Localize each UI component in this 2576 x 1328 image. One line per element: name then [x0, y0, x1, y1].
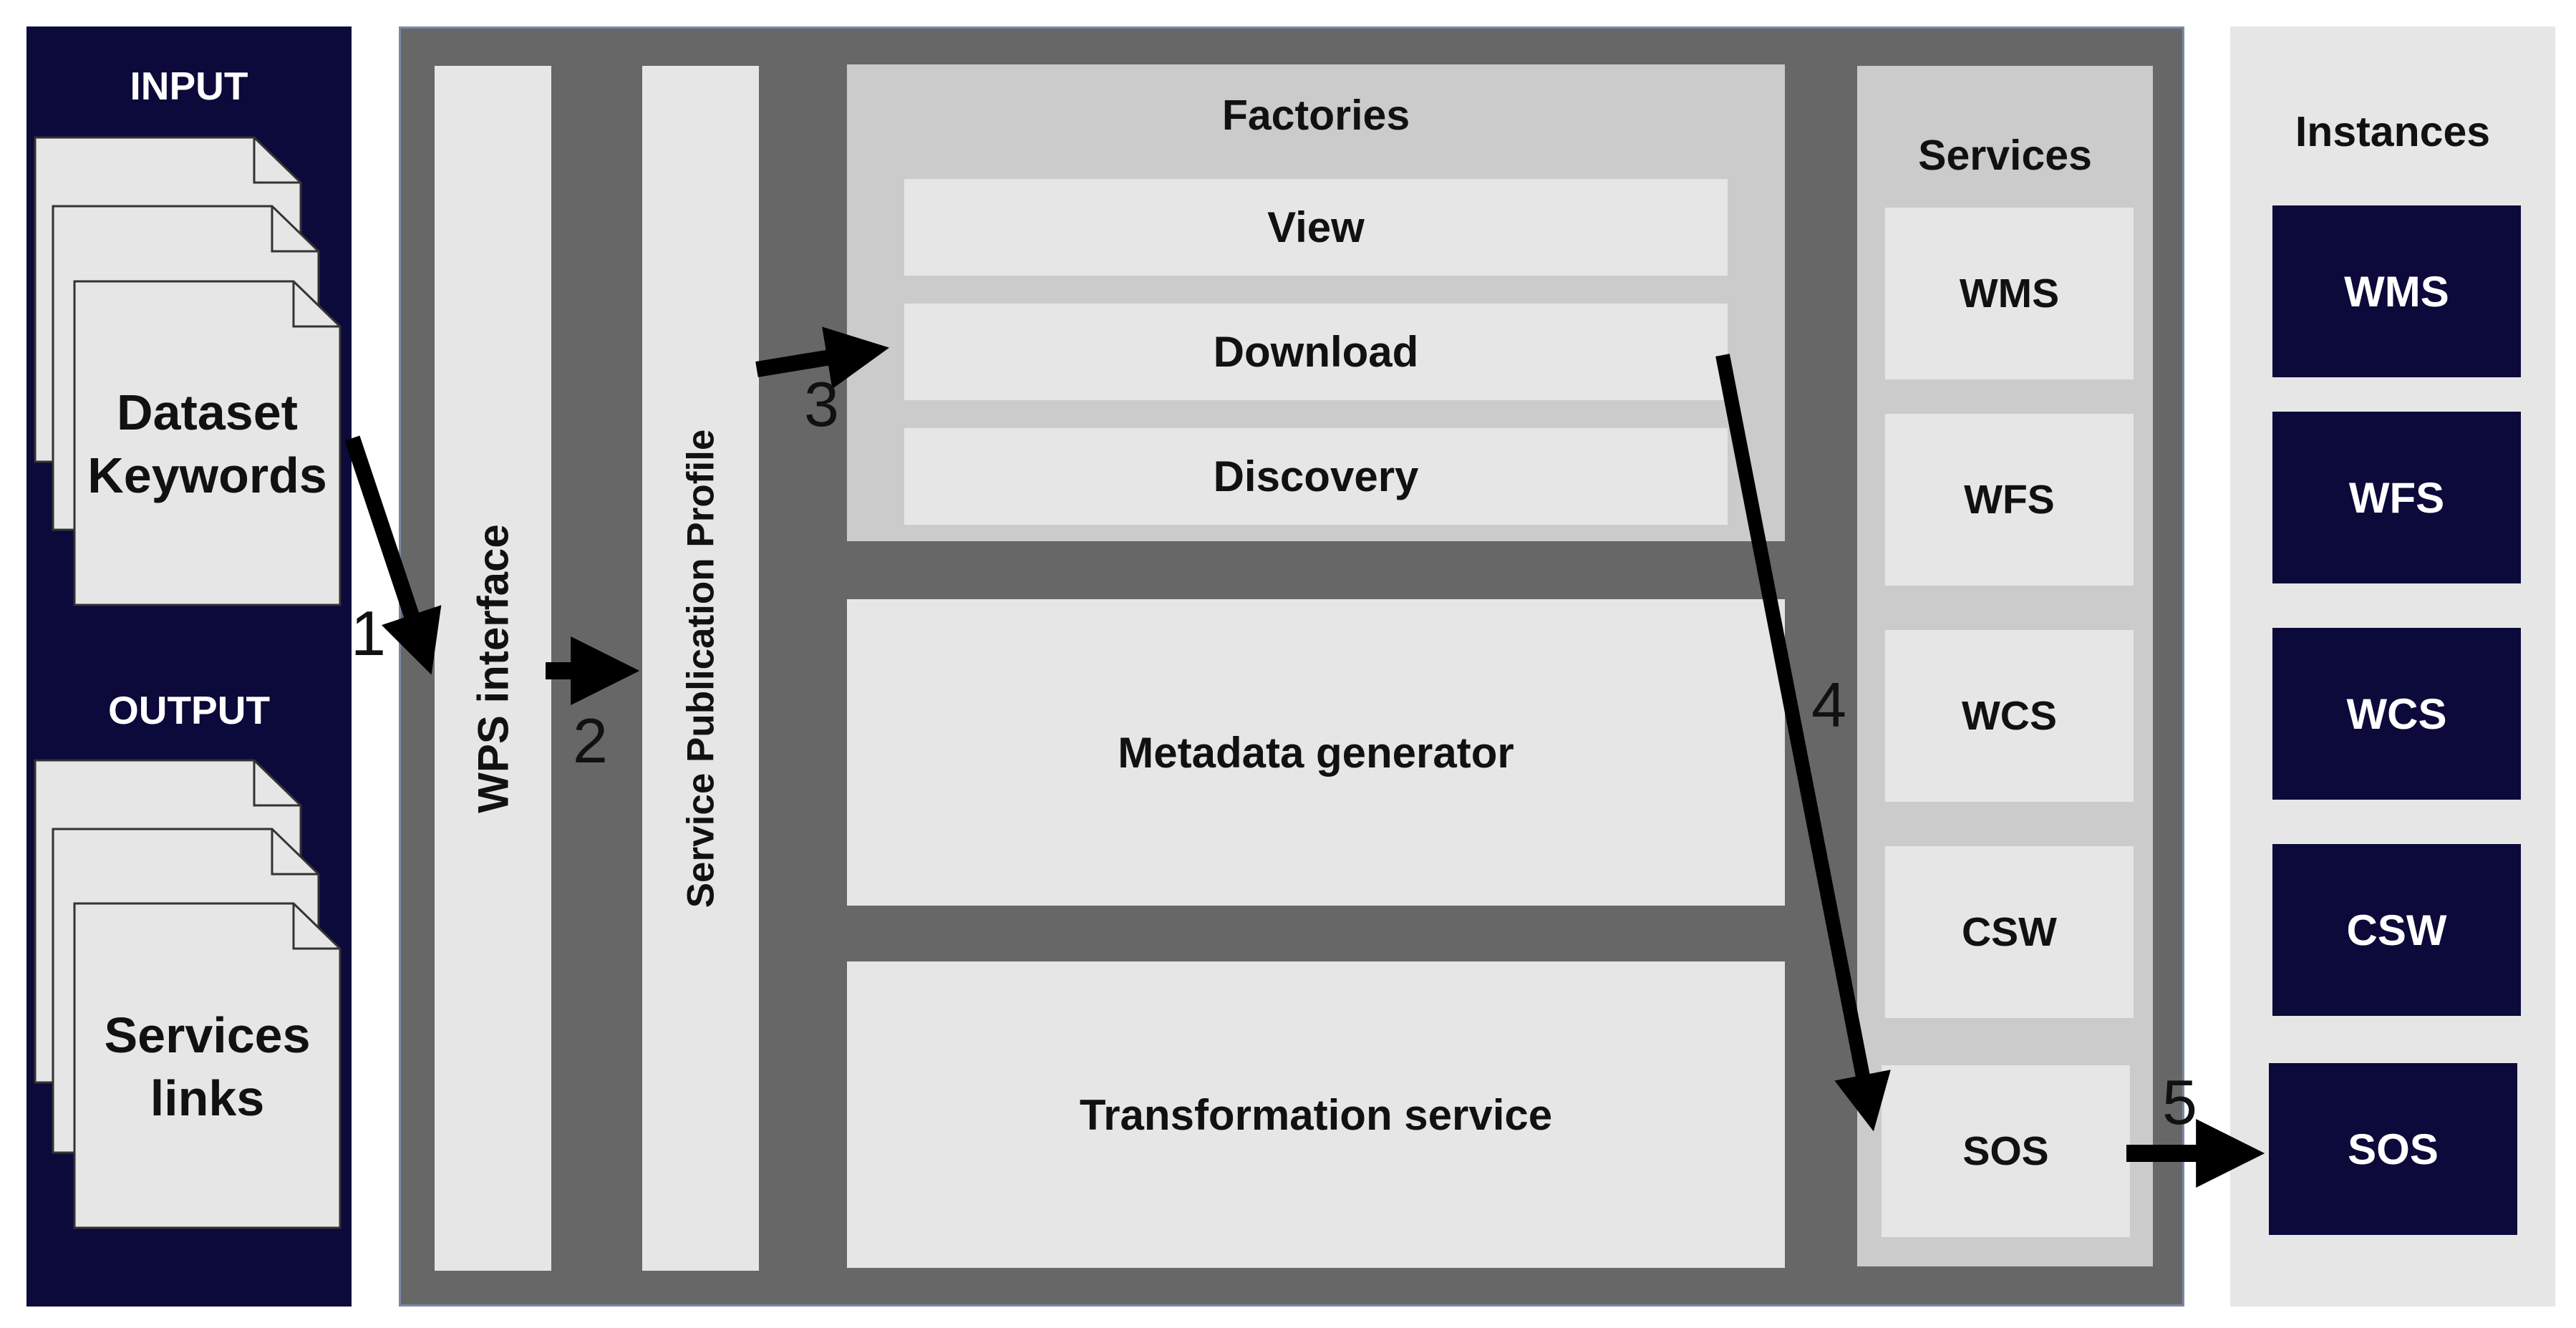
- output-doc-label: Services links: [74, 995, 340, 1138]
- step-number-4: 4: [1811, 669, 1846, 740]
- input-title: INPUT: [130, 64, 248, 108]
- document-stacks: [34, 136, 342, 1229]
- service-wcs: WCS: [1885, 630, 2134, 802]
- instance-csw: CSW: [2272, 844, 2521, 1016]
- transformation-service: Transformation service: [847, 961, 1785, 1268]
- output-doc-front: [73, 902, 342, 1229]
- output-title: OUTPUT: [107, 688, 271, 732]
- input-doc-label: Dataset Keywords: [74, 372, 340, 515]
- input-doc-line-1: Dataset: [117, 384, 298, 440]
- factory-discovery: Discovery: [904, 428, 1728, 525]
- service-publication-profile-column: Service Publication Profile: [642, 66, 759, 1271]
- input-doc-front: [73, 280, 342, 606]
- service-csw: CSW: [1885, 846, 2134, 1018]
- arrow-4: [1715, 354, 1891, 1132]
- output-doc-line-2: links: [150, 1070, 265, 1126]
- services-title: Services: [1918, 132, 2092, 179]
- instance-sos: SOS: [2269, 1063, 2517, 1235]
- factory-view: View: [904, 179, 1728, 276]
- service-wfs: WFS: [1885, 414, 2134, 586]
- factory-download: Download: [904, 304, 1728, 400]
- arrow-3: [755, 326, 890, 389]
- instance-wms: WMS: [2272, 205, 2521, 377]
- step-number-3: 3: [804, 369, 839, 440]
- service-sos: SOS: [1882, 1065, 2130, 1237]
- instance-wfs: WFS: [2272, 412, 2521, 583]
- service-wms: WMS: [1885, 208, 2134, 379]
- output-doc-line-1: Services: [104, 1007, 311, 1063]
- step-number-2: 2: [573, 705, 608, 776]
- arrow-1: [344, 435, 442, 675]
- instance-wcs: WCS: [2272, 628, 2521, 800]
- instances-title: Instances: [2295, 108, 2491, 155]
- wps-interface-column: WPS interface: [435, 66, 551, 1271]
- step-number-1: 1: [351, 598, 386, 669]
- input-doc-line-2: Keywords: [87, 447, 327, 503]
- input-document-stack: [34, 136, 342, 606]
- factories-title: Factories: [1221, 92, 1410, 139]
- step-number-5: 5: [2162, 1067, 2197, 1138]
- metadata-generator: Metadata generator: [847, 599, 1785, 906]
- output-document-stack: [34, 759, 342, 1229]
